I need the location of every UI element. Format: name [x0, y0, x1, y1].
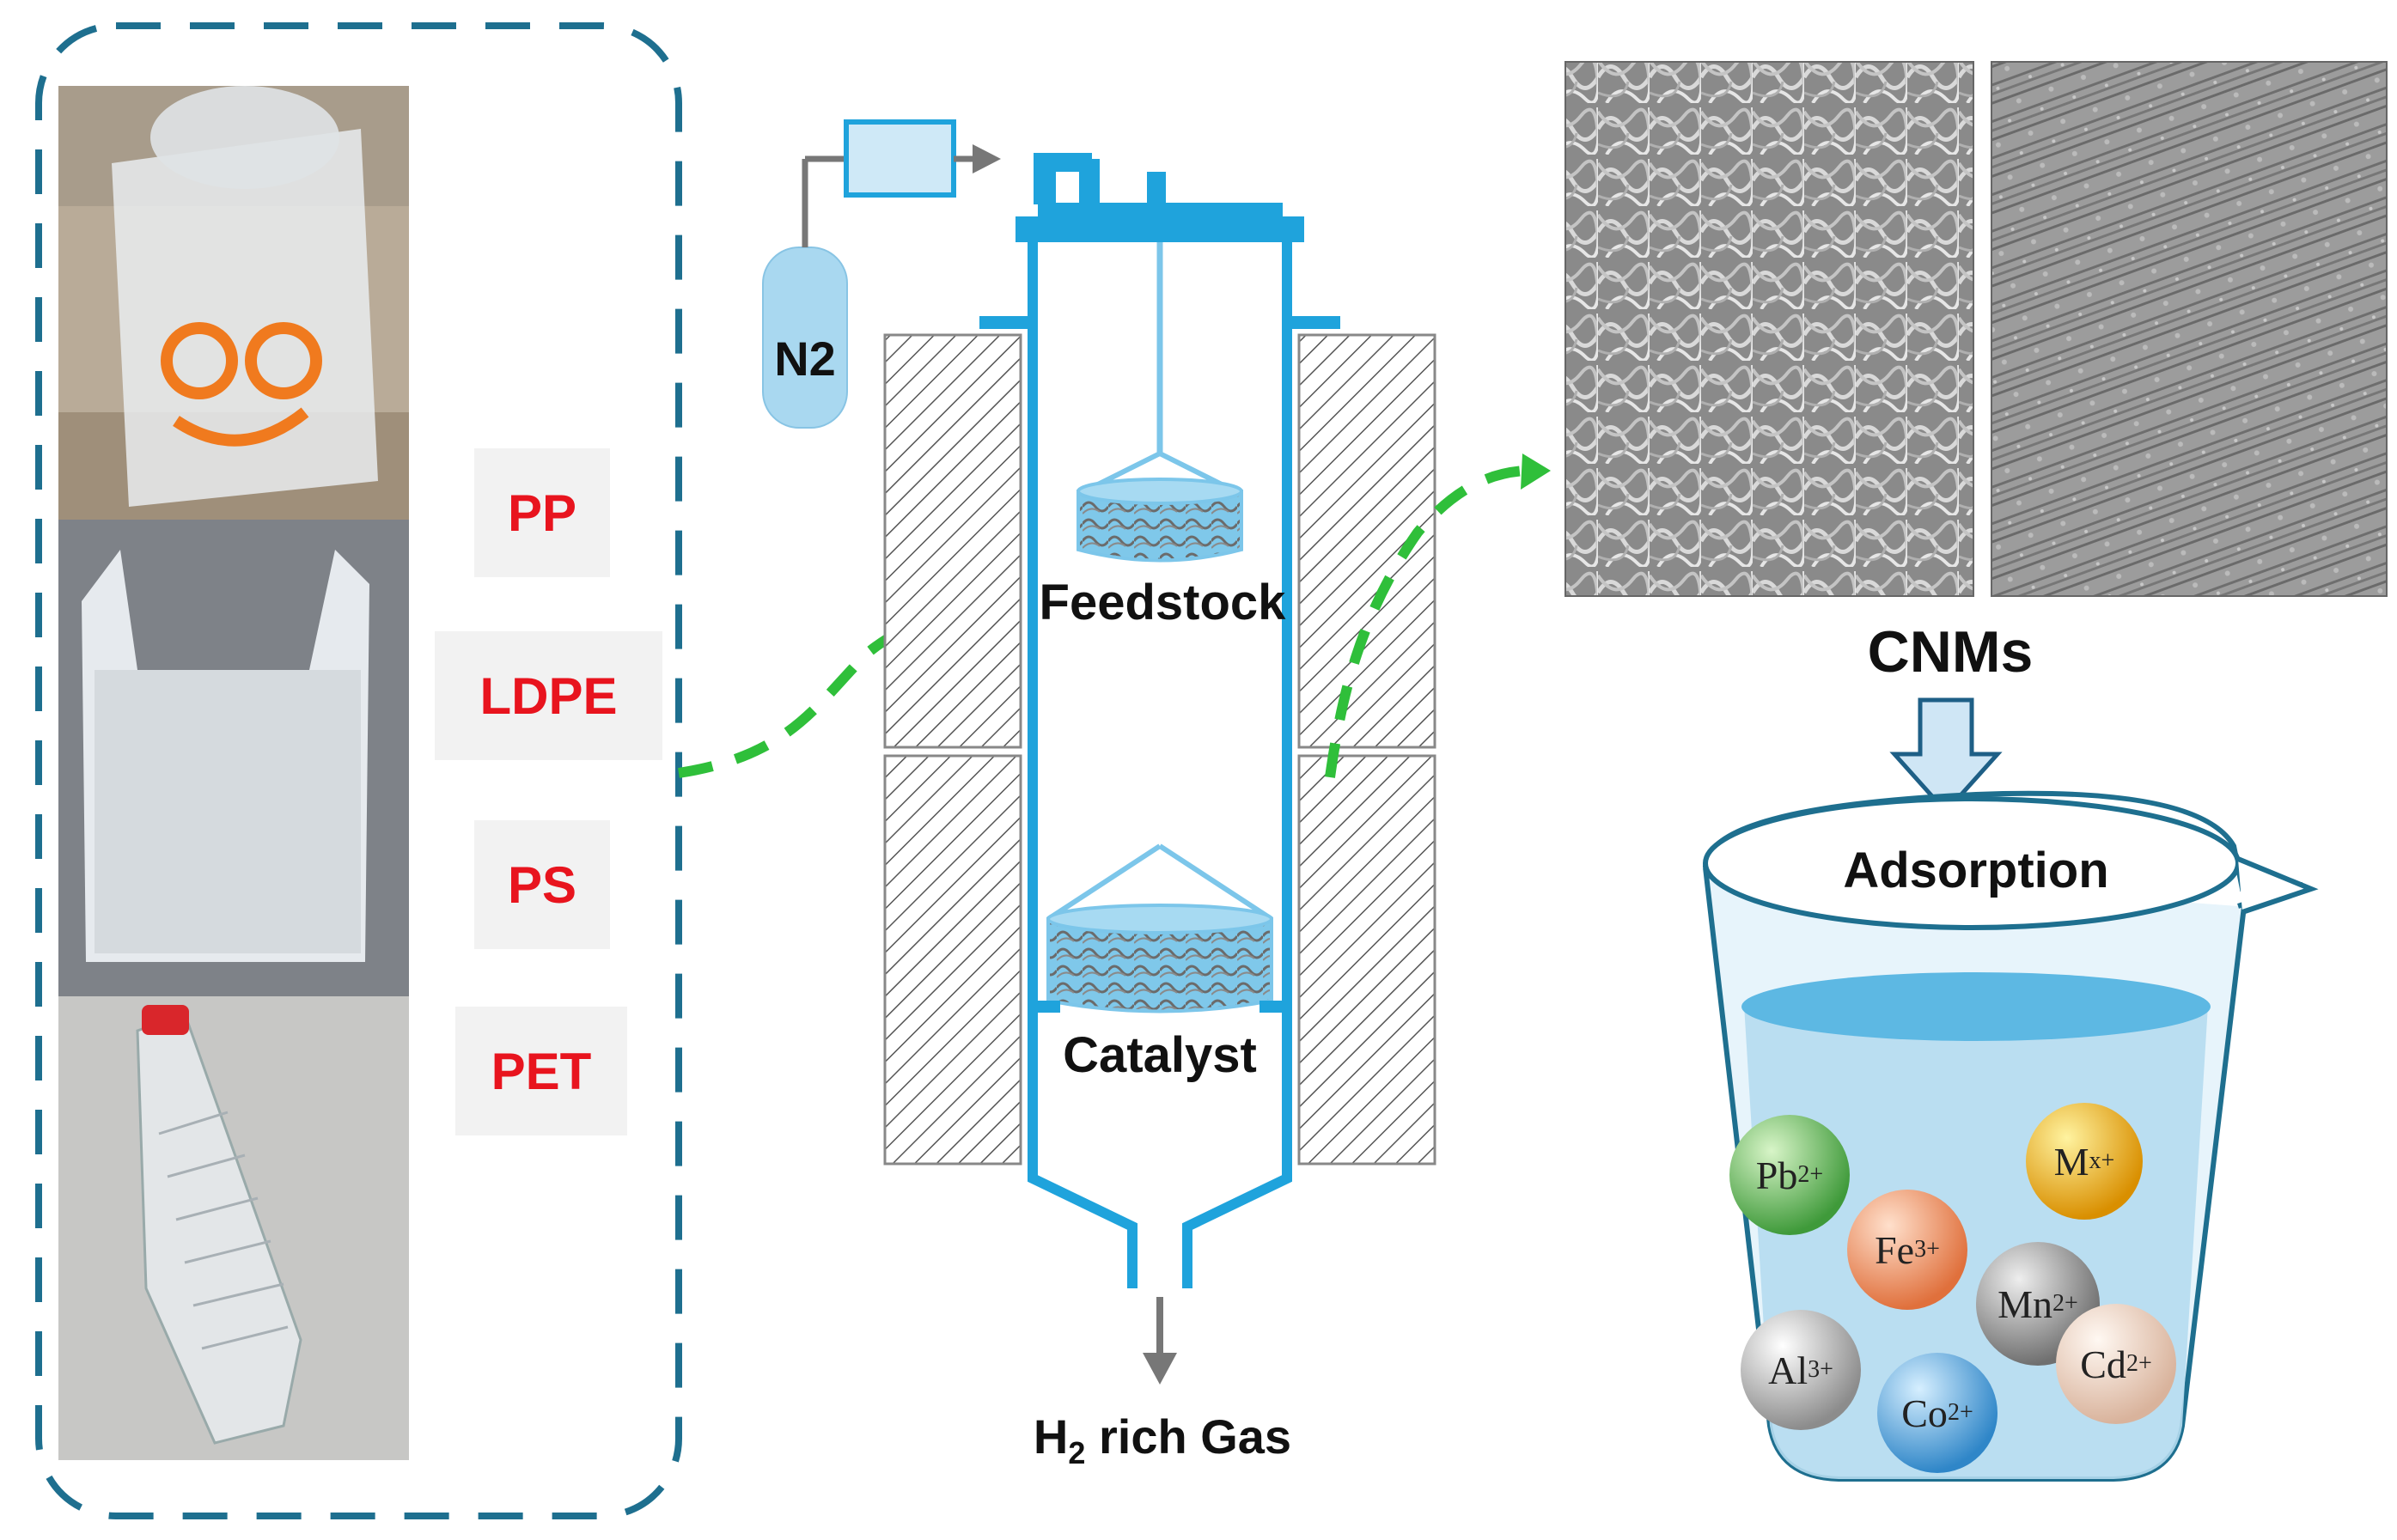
tem-image — [1991, 61, 2388, 597]
pet-bottle-photo — [58, 996, 409, 1460]
ion-al — [1741, 1310, 1861, 1430]
plastic-label-pp: PP — [474, 448, 610, 577]
gas-label-subscript: 2 — [1068, 1435, 1086, 1471]
pp-cup-photo — [58, 86, 409, 520]
catalyst-crucible — [1036, 843, 1284, 1013]
feedstock-crucible — [1077, 451, 1243, 563]
ion-cd — [2056, 1304, 2176, 1424]
gas-label-suffix: rich Gas — [1085, 1409, 1292, 1464]
arrowhead-cnm — [1521, 453, 1551, 490]
plastic-label-pet: PET — [455, 1007, 627, 1135]
ldpe-bag-photo — [58, 520, 409, 996]
plastic-label-ldpe: LDPE — [435, 631, 662, 760]
sem-image — [1564, 61, 1974, 597]
ion-pb — [1729, 1115, 1850, 1235]
gas-label-h: H — [1033, 1409, 1069, 1464]
catalyst-label: Catalyst — [1063, 1027, 1257, 1083]
n2-feed-line — [762, 119, 1001, 429]
adsorption-label: Adsorption — [1843, 843, 2109, 898]
cnms-label: CNMs — [1867, 619, 2034, 685]
water-surface — [1741, 972, 2211, 1041]
furnace-block-bottom-right — [1297, 754, 1436, 1166]
plastic-label-ps: PS — [474, 820, 610, 949]
feedstock-label: Feedstock — [1039, 575, 1286, 630]
adsorption-arrow — [1889, 697, 2003, 815]
reactor-to-cnm-arrow — [1325, 466, 1526, 778]
furnace-block-bottom-left — [883, 754, 1022, 1166]
ion-co — [1877, 1353, 1998, 1473]
furnace-block-top-left — [883, 333, 1022, 749]
gas-outlet-arrowhead — [1143, 1353, 1177, 1385]
ion-m — [2026, 1103, 2143, 1220]
reactor — [979, 153, 1340, 1288]
h2-rich-gas-label: H2 rich Gas — [1012, 1409, 1313, 1471]
flowmeter — [844, 119, 956, 198]
n2-label: N2 — [774, 332, 836, 386]
ion-fe — [1847, 1190, 1967, 1310]
